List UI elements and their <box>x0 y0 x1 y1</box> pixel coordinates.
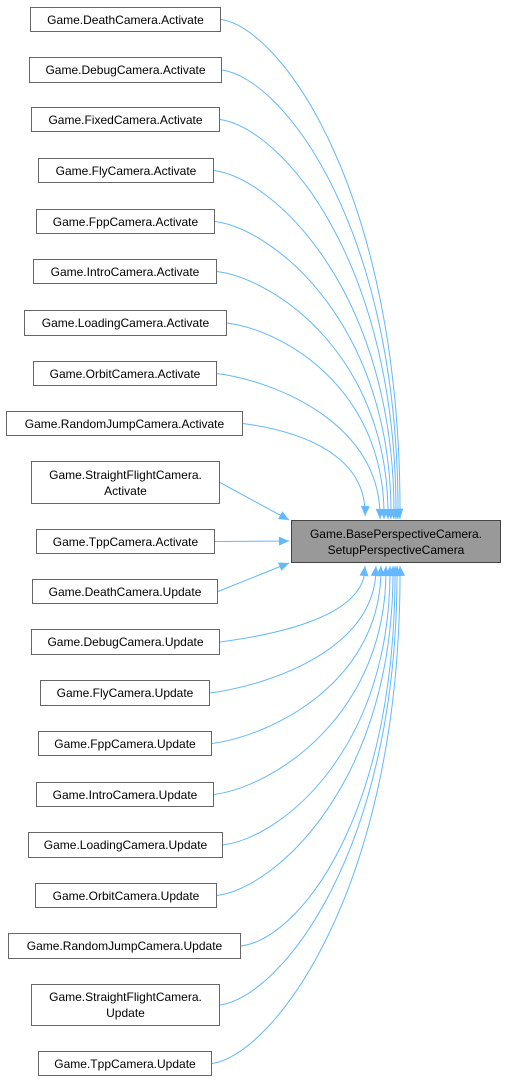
caller-node-label: Game.RandomJumpCamera.Update <box>26 939 223 953</box>
caller-node-label: Game.FppCamera.Activate <box>52 214 199 229</box>
edge-fly-update <box>209 565 377 694</box>
caller-node-debug-update[interactable]: Game.DebugCamera.Update <box>31 629 220 655</box>
caller-node-intro-activate[interactable]: Game.IntroCamera.Activate <box>33 259 217 284</box>
caller-node-label: Game.FlyCamera.Update <box>56 686 194 700</box>
caller-node-fly-update[interactable]: Game.FlyCamera.Update <box>40 680 210 706</box>
caller-node-label: Game.DeathCamera.Activate <box>47 12 204 27</box>
caller-node-label: Game.TppCamera.Update <box>54 1056 196 1071</box>
edge-loading-activate <box>226 322 385 520</box>
caller-node-death-update[interactable]: Game.DeathCamera.Update <box>32 579 218 604</box>
caller-node-tpp-activate[interactable]: Game.TppCamera.Activate <box>36 529 215 554</box>
caller-node-label: Game.OrbitCamera.Activate <box>49 366 201 381</box>
caller-node-tpp-update[interactable]: Game.TppCamera.Update <box>38 1051 212 1076</box>
edge-debug-activate <box>221 69 399 520</box>
caller-node-label: Game.LoadingCamera.Activate <box>41 316 210 330</box>
edge-intro-update <box>213 565 387 795</box>
arrowhead-randomjump-activate <box>360 505 370 516</box>
arrowhead-debug-update <box>359 566 369 577</box>
edge-fpp-activate <box>214 221 392 520</box>
edge-tpp-activate <box>214 540 290 542</box>
edge-randomjump-activate <box>242 423 366 517</box>
caller-node-loading-activate[interactable]: Game.LoadingCamera.Activate <box>24 310 227 336</box>
arrowhead-straightflight-activate <box>278 511 289 520</box>
edge-orbit-activate <box>216 373 381 520</box>
caller-node-randomjump-update[interactable]: Game.RandomJumpCamera.Update <box>8 933 241 959</box>
edge-randomjump-update <box>240 565 396 947</box>
caller-node-label: Game.IntroCamera.Activate <box>50 264 200 279</box>
caller-node-label: Game.TppCamera.Activate <box>52 534 199 549</box>
caller-node-label: Game.FlyCamera.Activate <box>55 163 197 178</box>
caller-node-label: Game.FixedCamera.Activate <box>48 112 203 127</box>
caller-node-orbit-update[interactable]: Game.OrbitCamera.Update <box>35 883 217 908</box>
target-node-label: Game.BasePerspectiveCamera. SetupPerspec… <box>309 526 483 557</box>
edge-straightflight-update <box>219 565 398 1006</box>
edge-death-update <box>217 562 290 592</box>
arrowhead-tpp-update <box>396 566 406 577</box>
caller-node-label: Game.RandomJumpCamera.Activate <box>24 416 225 431</box>
caller-node-label: Game.StraightFlightCamera. Update <box>49 990 202 1020</box>
caller-node-intro-update[interactable]: Game.IntroCamera.Update <box>36 782 214 807</box>
arrowhead-orbit-activate <box>375 508 385 519</box>
edge-straightflight-activate <box>219 482 290 521</box>
edge-death-activate <box>220 19 401 520</box>
caller-node-label: Game.DeathCamera.Update <box>48 584 202 599</box>
edge-fixed-activate <box>219 119 397 520</box>
caller-node-label: Game.IntroCamera.Update <box>52 787 198 802</box>
target-node-setup-perspective-camera: Game.BasePerspectiveCamera. SetupPerspec… <box>291 520 501 563</box>
edge-fpp-update <box>211 565 382 744</box>
caller-node-label: Game.DebugCamera.Activate <box>45 63 206 77</box>
edge-orbit-update <box>216 565 394 896</box>
caller-node-fpp-update[interactable]: Game.FppCamera.Update <box>38 731 212 756</box>
caller-node-label: Game.DebugCamera.Update <box>47 635 204 649</box>
edge-intro-activate <box>216 271 389 520</box>
caller-node-orbit-activate[interactable]: Game.OrbitCamera.Activate <box>33 361 217 386</box>
caller-node-loading-update[interactable]: Game.LoadingCamera.Update <box>28 832 223 858</box>
caller-node-debug-activate[interactable]: Game.DebugCamera.Activate <box>29 57 222 83</box>
caller-node-label: Game.FppCamera.Update <box>54 736 196 751</box>
caller-node-straightflight-update[interactable]: Game.StraightFlightCamera. Update <box>31 984 220 1026</box>
caller-node-fpp-activate[interactable]: Game.FppCamera.Activate <box>36 209 215 234</box>
edge-tpp-update <box>211 565 401 1064</box>
edge-fly-activate <box>213 170 395 520</box>
arrowhead-death-update <box>278 562 289 571</box>
caller-node-fixed-activate[interactable]: Game.FixedCamera.Activate <box>31 107 220 132</box>
caller-node-straightflight-activate[interactable]: Game.StraightFlightCamera. Activate <box>31 461 220 504</box>
caller-node-death-activate[interactable]: Game.DeathCamera.Activate <box>30 7 221 32</box>
caller-node-fly-activate[interactable]: Game.FlyCamera.Activate <box>38 158 214 183</box>
caller-node-label: Game.LoadingCamera.Update <box>43 838 208 852</box>
caller-node-label: Game.OrbitCamera.Update <box>52 888 200 903</box>
caller-node-randomjump-activate[interactable]: Game.RandomJumpCamera.Activate <box>6 411 243 436</box>
arrowhead-tpp-activate <box>278 536 289 546</box>
edge-debug-update <box>219 565 366 643</box>
edge-loading-update <box>222 565 391 846</box>
caller-node-label: Game.StraightFlightCamera. Activate <box>49 467 202 498</box>
